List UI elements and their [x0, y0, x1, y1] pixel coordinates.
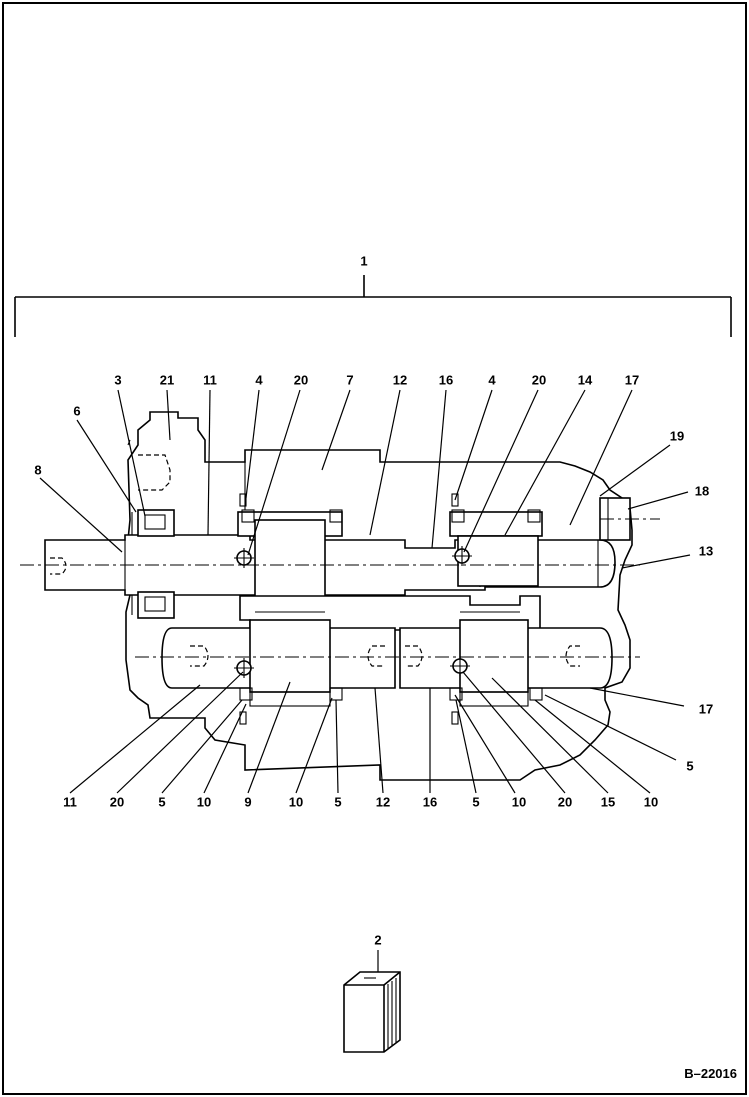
callout-top-11: 14 — [578, 372, 593, 387]
callout-top-6: 7 — [346, 372, 353, 387]
callout-assembly: 1 — [360, 253, 367, 268]
callout-right-4: 17 — [699, 701, 713, 716]
callout-left-1: 6 — [73, 403, 80, 418]
callout-top-7: 12 — [393, 372, 407, 387]
callout-bottom-9: 16 — [423, 794, 437, 809]
callout-bottom-4: 10 — [197, 794, 211, 809]
callout-bottom-11: 10 — [512, 794, 526, 809]
dowel-pins — [234, 546, 472, 678]
callout-right-5: 5 — [686, 758, 693, 773]
callout-bottom-3: 5 — [158, 794, 165, 809]
lower-gear-assembly — [161, 619, 613, 725]
callout-top-9: 4 — [488, 372, 496, 387]
assembly-bracket — [14, 275, 732, 337]
callout-bottom-12: 20 — [558, 794, 572, 809]
callout-bottom-2: 20 — [110, 794, 124, 809]
leader-lines — [39, 389, 691, 794]
callout-bottom-8: 12 — [376, 794, 390, 809]
callout-top-10: 20 — [532, 372, 546, 387]
callout-bottom-7: 5 — [334, 794, 341, 809]
callout-bottom-6: 10 — [289, 794, 303, 809]
callout-right-2: 18 — [695, 483, 709, 498]
centerlines — [20, 518, 660, 658]
callout-top-4: 4 — [255, 372, 263, 387]
callout-kit: 2 — [374, 932, 381, 947]
figure-id: B–22016 — [684, 1066, 737, 1081]
upper-gear-assembly — [237, 462, 543, 621]
seal-kit-box — [343, 950, 401, 1053]
callout-top-12: 17 — [625, 372, 639, 387]
shaft-seal — [131, 509, 175, 619]
callout-right-3: 13 — [699, 543, 713, 558]
callout-top-8: 16 — [439, 372, 453, 387]
callout-top-2: 21 — [160, 372, 174, 387]
callout-bottom-14: 10 — [644, 794, 658, 809]
callout-right-1: 19 — [670, 428, 684, 443]
callout-top-5: 20 — [294, 372, 308, 387]
callout-bottom-5: 9 — [244, 794, 251, 809]
callout-bottom-1: 11 — [63, 794, 77, 809]
callout-bottom-10: 5 — [472, 794, 479, 809]
callout-top-3: 11 — [203, 372, 217, 387]
callout-bottom-13: 15 — [601, 794, 615, 809]
callout-top-1: 3 — [114, 372, 121, 387]
callout-left-2: 8 — [34, 462, 41, 477]
